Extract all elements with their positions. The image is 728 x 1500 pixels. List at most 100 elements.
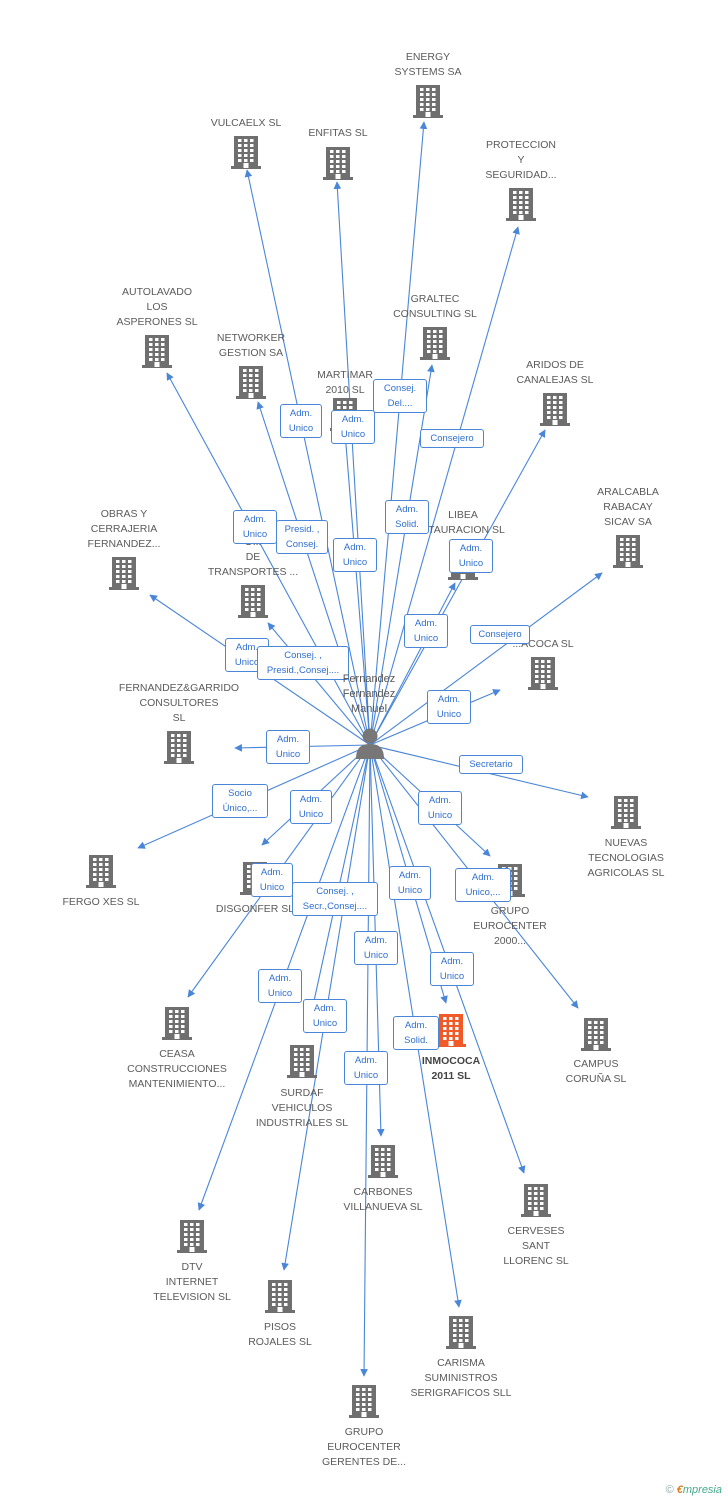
building-icon[interactable] — [433, 1012, 469, 1048]
edge-proteccion-y-seguridad — [369, 226, 520, 746]
building-icon[interactable] — [346, 1383, 382, 1419]
role-badge-campus-coruna-sl[interactable]: Adm. Unico,... — [455, 868, 511, 902]
role-badge-networker-gestion-sa[interactable]: Presid. , Consej. — [276, 520, 328, 554]
company-label[interactable]: LIBEA STAURACION SL — [421, 509, 505, 536]
building-icon[interactable] — [410, 83, 446, 119]
role-badge-carisma-suministros-serigraficos-sll[interactable]: Adm. Solid. — [393, 1016, 439, 1050]
edge-energy-systems-sa — [369, 121, 428, 746]
company-label[interactable]: NETWORKER GESTION SA — [216, 332, 286, 359]
role-badge-libea-stauracion-sl[interactable]: Adm. Unico — [404, 614, 448, 648]
building-icon[interactable] — [537, 391, 573, 427]
role-badge-martimar-2010-sl[interactable]: Adm. Unico — [331, 410, 375, 444]
role-badge-energy-systems-sa[interactable]: Consej. Del.... — [373, 379, 427, 413]
role-badge-vulcaelx-sl[interactable]: Adm. Unico — [280, 404, 322, 438]
building-icon[interactable] — [159, 1005, 195, 1041]
role-badge-ceasa-construcciones[interactable]: Adm. Unico — [251, 863, 293, 897]
role-badge-proteccion-y-seguridad[interactable]: Consejero — [420, 429, 484, 448]
building-icon[interactable] — [106, 555, 142, 591]
role-badge-inmococa-2011-sl[interactable]: Adm. Unico — [389, 866, 431, 900]
edge-martimar-2010-sl — [341, 431, 371, 746]
role-badge-aridos-de-canalejas-sl[interactable]: Adm. Unico — [449, 539, 493, 573]
center-person-label: Fernandez Fernandez Manuel — [342, 673, 396, 715]
role-badge-grupo-eurocenter-gerentes[interactable]: Adm. Unico — [344, 1051, 388, 1085]
company-label[interactable]: CARISMA SUMINISTROS SERIGRAFICOS SLL — [410, 1357, 512, 1399]
role-badge-acoca-sl[interactable]: Adm. Unico — [427, 690, 471, 724]
building-icon[interactable] — [174, 1218, 210, 1254]
building-icon[interactable] — [139, 333, 175, 369]
company-label[interactable]: CAMPUS CORUÑA SL — [565, 1058, 627, 1085]
role-badge-aralcabla-rabacay-sicav-sa[interactable]: Consejero — [470, 625, 530, 644]
role-badge-pisos-rojales-sl[interactable]: Adm. Unico — [303, 999, 347, 1033]
edge-enfitas-sl — [333, 181, 371, 746]
building-icon[interactable] — [578, 1016, 614, 1052]
company-label[interactable]: CARBONES VILLANUEVA SL — [343, 1186, 423, 1213]
brand-name: mpresia — [682, 1484, 722, 1496]
building-icon[interactable] — [284, 1043, 320, 1079]
company-label[interactable]: GRUPO EUROCENTER 2000... — [473, 905, 547, 947]
role-badge-cerveses-sant-llorenc-sl[interactable]: Adm. Unico — [430, 952, 474, 986]
role-badge-autolavado-los-asperones-sl[interactable]: Adm. Unico — [233, 510, 277, 544]
brand-initial: € — [676, 1484, 683, 1496]
edge-libea-stauracion-sl — [369, 582, 456, 746]
building-icon[interactable] — [417, 325, 453, 361]
building-icon[interactable] — [525, 655, 561, 691]
edge-de-transportes — [267, 622, 371, 746]
company-label[interactable]: CEASA CONSTRUCCIONES MANTENIMIENTO... — [127, 1048, 227, 1090]
edge-vulcaelx-sl — [244, 169, 371, 746]
building-icon[interactable] — [233, 364, 269, 400]
company-label[interactable]: FERNANDEZ&GARRIDO CONSULTORES SL — [118, 682, 240, 724]
building-icon[interactable] — [608, 794, 644, 830]
role-badge-fergo-xes-sl[interactable]: Socio Único,... — [212, 784, 268, 818]
copyright-symbol: © — [665, 1484, 674, 1496]
company-label[interactable]: ARALCABLA RABACAY SICAV SA — [597, 486, 659, 528]
building-icon[interactable] — [365, 1143, 401, 1179]
company-label[interactable]: CERVESES SANT LLORENC SL — [503, 1225, 569, 1267]
edge-aridos-de-canalejas-sl — [369, 429, 546, 746]
role-badge-grupo-eurocenter-2000[interactable]: Adm. Unico — [418, 791, 462, 825]
brand-footer: © €mpresia — [666, 1484, 722, 1496]
role-badge-disgonfer-sl[interactable]: Adm. Unico — [290, 790, 332, 824]
role-badge-nuevas-tecnologias-agricolas-sl[interactable]: Secretario — [459, 755, 523, 774]
company-label[interactable]: ENERGY SYSTEMS SA — [394, 51, 462, 78]
role-badge-de-transportes[interactable]: Consej. , Presid.,Consej.... — [257, 646, 349, 680]
edge-networker-gestion-sa — [256, 401, 371, 746]
company-label[interactable]: ARIDOS DE CANALEJAS SL — [516, 359, 594, 386]
building-icon[interactable] — [235, 583, 271, 619]
building-icon[interactable] — [320, 145, 356, 181]
role-badge-obras-y-cerrajeria-fernandez[interactable]: Adm. Unico — [225, 638, 269, 672]
company-label[interactable]: FERGO XES SL — [62, 896, 140, 908]
company-label[interactable]: NUEVAS TECNOLOGIAS AGRICOLAS SL — [587, 837, 665, 879]
company-label[interactable]: VULCAELX SL — [210, 117, 282, 129]
building-icon[interactable] — [443, 1314, 479, 1350]
company-label[interactable]: SURDAF VEHICULOS INDUSTRIALES SL — [255, 1087, 349, 1129]
company-label[interactable]: GRUPO EUROCENTER GERENTES DE... — [321, 1426, 406, 1468]
building-icon[interactable] — [262, 1278, 298, 1314]
building-icon[interactable] — [228, 134, 264, 170]
building-icon[interactable] — [503, 186, 539, 222]
building-icon[interactable] — [610, 533, 646, 569]
company-label[interactable]: ENFITAS SL — [308, 127, 368, 139]
role-badge-surdaf-vehiculos-industriales-sl[interactable]: Consej. , Secr.,Consej.... — [292, 882, 378, 916]
role-badge-fernandez-garrido-consultores-sl[interactable]: Adm. Unico — [266, 730, 310, 764]
company-label[interactable]: DISGONFER SL — [215, 903, 295, 915]
role-badge-graltec-consulting-sl[interactable]: Adm. Solid. — [385, 500, 429, 534]
building-icon[interactable] — [518, 1182, 554, 1218]
edge-aralcabla-rabacay-sicav-sa — [369, 572, 603, 746]
person-icon[interactable] — [353, 726, 387, 760]
company-label[interactable]: MARTIMAR 2010 SL — [317, 369, 373, 396]
role-badge-carbones-villanueva-sl[interactable]: Adm. Unico — [354, 931, 398, 965]
company-label[interactable]: AUTOLAVADO LOS ASPERONES SL — [116, 286, 198, 328]
company-label[interactable]: PROTECCION Y SEGURIDAD... — [485, 139, 557, 181]
building-icon[interactable] — [83, 853, 119, 889]
company-label[interactable]: DTV INTERNET TELEVISION SL — [153, 1261, 231, 1303]
company-label[interactable]: PISOS ROJALES SL — [248, 1321, 312, 1348]
role-badge-dtv-internet-television-sl[interactable]: Adm. Unico — [258, 969, 302, 1003]
company-label[interactable]: OBRAS Y CERRAJERIA FERNANDEZ... — [87, 508, 161, 550]
building-icon[interactable] — [161, 729, 197, 765]
company-label[interactable]: INMOCOCA 2011 SL — [421, 1055, 481, 1082]
company-label[interactable]: GRALTEC CONSULTING SL — [393, 293, 477, 320]
edge-graltec-consulting-sl — [369, 364, 435, 746]
role-badge-enfitas-sl[interactable]: Adm. Unico — [333, 538, 377, 572]
edge-autolavado-los-asperones-sl — [166, 372, 371, 746]
